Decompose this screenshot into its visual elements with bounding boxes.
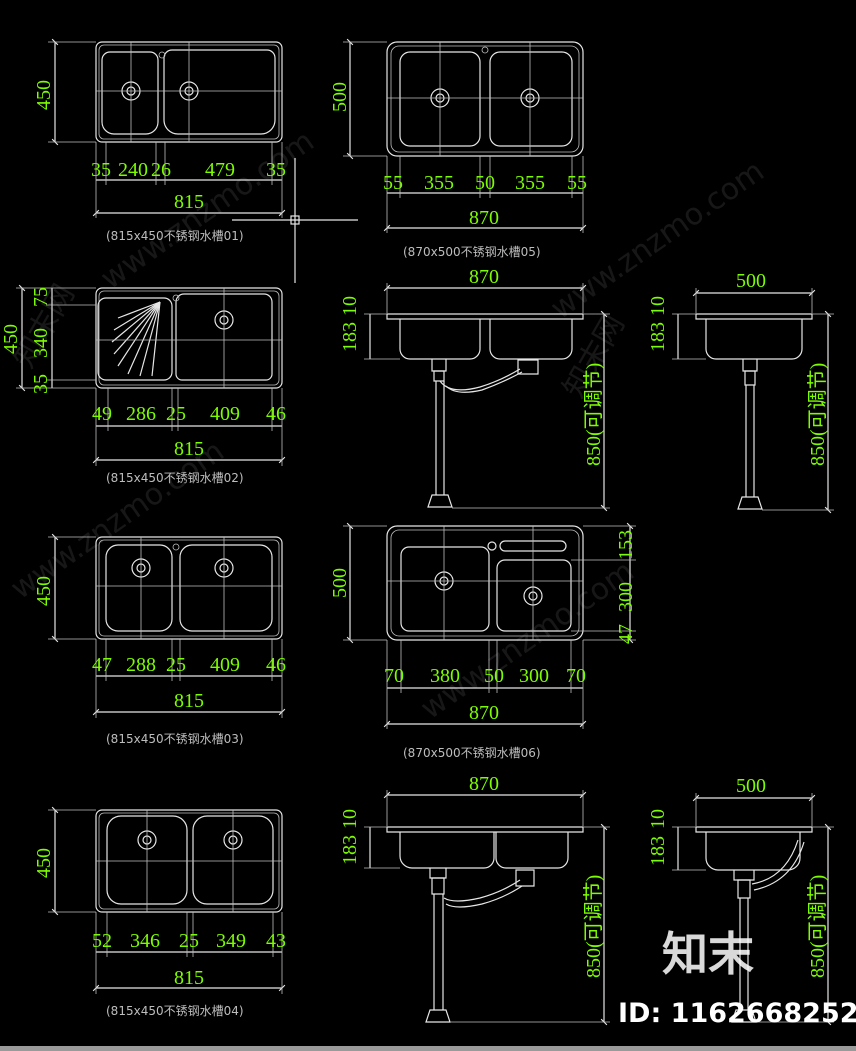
sink05-seg-1: 55 (383, 172, 403, 194)
front2-height: 850(可调节) (582, 875, 605, 978)
sink04-seg-5: 43 (266, 930, 286, 952)
watermark-site-1: www.znzmo.com (95, 124, 321, 297)
front2-elevation (364, 790, 610, 1026)
sink04-seg-4: 349 (216, 930, 246, 952)
sink06-plan (343, 522, 636, 729)
sink05-height: 500 (329, 82, 351, 112)
front1-rim: 10 (339, 296, 361, 316)
front1-width: 870 (469, 266, 499, 288)
sink01-seg-3: 26 (151, 159, 171, 181)
sink01-seg-2: 240 (118, 159, 148, 181)
sink02-side-2: 340 (30, 328, 52, 358)
sink02-plan (16, 284, 286, 466)
front1-depth: 183 (339, 322, 361, 352)
sink04-plan (48, 806, 286, 994)
side2-rim: 10 (647, 809, 669, 829)
sink02-seg-3: 25 (166, 403, 186, 425)
sink03-seg-5: 46 (266, 654, 286, 676)
sink03-height: 450 (33, 576, 55, 606)
sink05-seg-4: 355 (515, 172, 545, 194)
image-id-label: ID: 1162668252 (618, 998, 856, 1029)
sink03-plan (48, 533, 286, 718)
sink06-seg-5: 70 (566, 665, 586, 687)
sink05-seg-2: 355 (424, 172, 454, 194)
sink03-seg-4: 409 (210, 654, 240, 676)
front1-elevation (364, 283, 610, 512)
sink06-seg-2: 380 (430, 665, 460, 687)
sink02-side-1: 75 (30, 287, 52, 307)
sink02-width: 815 (174, 438, 204, 460)
sink04-seg-3: 25 (179, 930, 199, 952)
sink04-width: 815 (174, 967, 204, 989)
sink06-side-1: 153 (615, 530, 637, 560)
side2-depth: 183 (647, 836, 669, 866)
sink03-caption: (815x450不锈钢水槽03) (106, 732, 244, 746)
sink06-seg-3: 50 (484, 665, 504, 687)
sink06-height: 500 (329, 568, 351, 598)
brand-logo-text: 知末 (662, 927, 754, 981)
sink01-seg-1: 35 (91, 159, 111, 181)
side1-rim: 10 (647, 296, 669, 316)
sink06-caption: (870x500不锈钢水槽06) (403, 746, 541, 760)
sink02-seg-2: 286 (126, 403, 156, 425)
front2-rim: 10 (339, 809, 361, 829)
sink03-width: 815 (174, 690, 204, 712)
front2-width: 870 (469, 773, 499, 795)
side1-width: 500 (736, 270, 766, 292)
side2-width: 500 (736, 775, 766, 797)
sink02-seg-5: 46 (266, 403, 286, 425)
sink06-seg-4: 300 (519, 665, 549, 687)
sink05-width: 870 (469, 207, 499, 229)
side2-height: 850(可调节) (806, 875, 829, 978)
sink03-seg-3: 25 (166, 654, 186, 676)
sink02-caption: (815x450不锈钢水槽02) (106, 471, 244, 485)
sink05-seg-5: 55 (567, 172, 587, 194)
sink05-caption: (870x500不锈钢水槽05) (403, 245, 541, 259)
sink01-caption: (815x450不锈钢水槽01) (106, 229, 244, 243)
side1-elevation (672, 288, 834, 514)
front1-height: 850(可调节) (582, 363, 605, 466)
sink05-seg-3: 50 (475, 172, 495, 194)
sink06-side-3: 47 (615, 624, 637, 644)
sink03-seg-2: 288 (126, 654, 156, 676)
sink01-plan (48, 38, 358, 283)
sink01-width: 815 (174, 191, 204, 213)
sink04-seg-1: 52 (92, 930, 112, 952)
sink06-width: 870 (469, 702, 499, 724)
sink02-seg-1: 49 (92, 403, 112, 425)
sink02-seg-4: 409 (210, 403, 240, 425)
side2-elevation (672, 793, 834, 1026)
bottom-edge-bar (0, 1046, 856, 1051)
side1-depth: 183 (647, 322, 669, 352)
front2-depth: 183 (339, 835, 361, 865)
sink02-height: 450 (0, 324, 22, 354)
sink01-height: 450 (33, 80, 55, 110)
sink02-side-3: 35 (30, 374, 52, 394)
sink04-caption: (815x450不锈钢水槽04) (106, 1004, 244, 1018)
sink01-seg-5: 35 (266, 159, 286, 181)
sink06-side-2: 300 (615, 582, 637, 612)
sink05-plan (343, 38, 587, 233)
sink06-seg-1: 70 (384, 665, 404, 687)
side1-height: 850(可调节) (806, 363, 829, 466)
sink03-seg-1: 47 (92, 654, 112, 676)
sink01-seg-4: 479 (205, 159, 235, 181)
sink04-seg-2: 346 (130, 930, 160, 952)
sink04-height: 450 (33, 848, 55, 878)
